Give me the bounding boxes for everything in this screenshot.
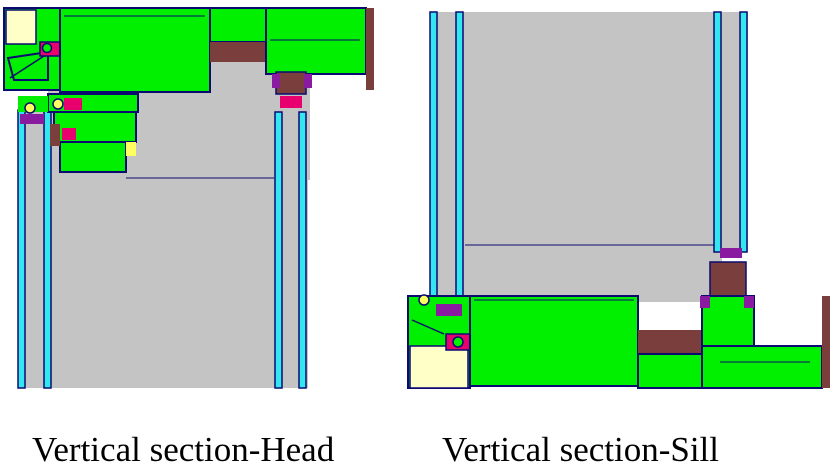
head-right-glazing-unit [274,100,308,389]
head-left-outer-pane [17,109,26,389]
sill-left-glazing-unit [429,11,464,315]
sill-clip-line [411,319,445,335]
sill-right-inner-pane [739,11,748,253]
head-setting-block-mid [52,98,64,110]
sill-thermal-break [409,345,469,389]
sill-right-glazing-gasket [720,248,742,258]
head-sash-stack [18,93,139,173]
head-frame-assembly [3,7,374,108]
sill-section [460,12,722,302]
head-shim-block [210,42,266,62]
head-right-gasket-b [304,74,312,88]
head-main-frame [59,7,211,93]
sill-setting-block [418,294,430,306]
head-gasket-bulb [41,42,53,54]
head-frame-clip-line [9,55,45,79]
head-frame-top-right [209,7,267,43]
sill-lower-frame [637,353,703,389]
head-left-glazing-unit [17,109,52,389]
head-right-frame [265,7,367,75]
head-sash-gasket [64,98,82,110]
head-sash-purple-seal [20,114,44,124]
head-sash-lower [59,141,127,173]
sill-right-shim-box [709,261,747,297]
sill-shim-block [638,330,702,354]
head-thermal-break [5,9,37,45]
sill-main-frame [469,295,639,387]
sill-right-glazing-unit [709,11,748,297]
head-right-shim [366,8,374,90]
sill-left-inner-pane [455,11,464,315]
sill-left-outer-pane [429,11,438,315]
head-right-inner-pane [298,111,307,389]
head-right-gasket-a [272,74,280,88]
sill-glazing-gasket [436,304,462,316]
sill-frame-assembly [407,294,830,389]
sill-right-shim [822,296,830,388]
sill-cavity [460,12,722,302]
sill-right-gasket-a [700,296,710,308]
head-sash-block [126,142,136,156]
head-sash-shim [50,124,60,146]
caption-sill: Vertical section-Sill [442,430,720,469]
head-setting-block-left [24,102,36,114]
caption-head: Vertical section-Head [32,430,335,469]
head-sash-mid-gasket [62,128,76,140]
sill-gasket-bulb [452,336,464,348]
sill-right-outer-pane [713,11,722,253]
head-right-glazing-gasket [280,96,302,108]
sill-right-frame-lower [701,345,823,389]
head-left-inner-pane [43,109,52,389]
head-right-outer-pane [274,111,283,389]
head-right-shim-box [275,71,307,95]
sill-right-gasket-b [744,296,754,308]
